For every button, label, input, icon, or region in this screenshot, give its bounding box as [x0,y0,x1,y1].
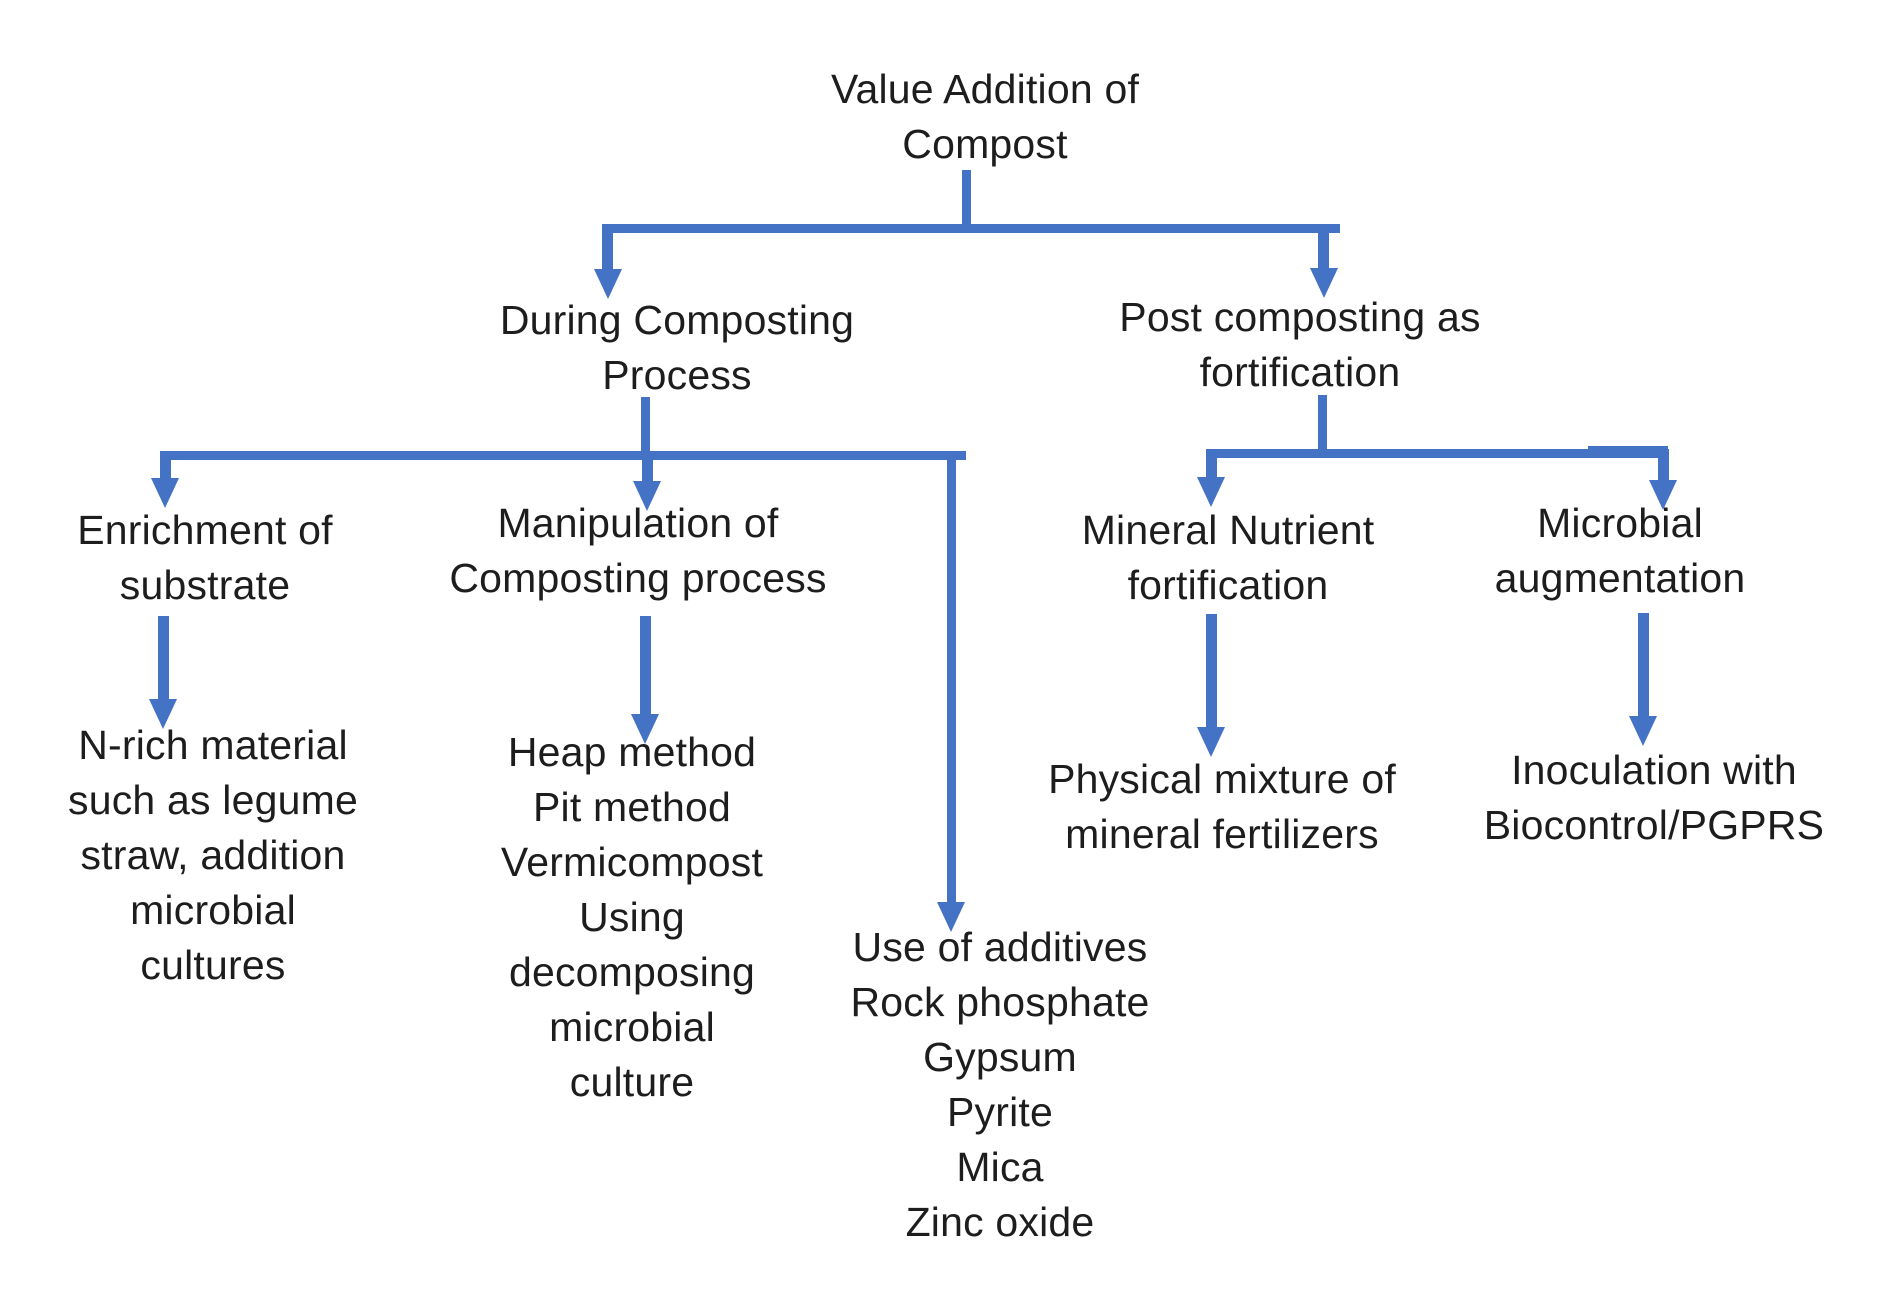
connector-physical-stem [1206,614,1217,727]
connector-top-hline [604,224,1340,233]
node-during-composting: During Composting Process [499,297,855,398]
node-microbial-augmentation: Microbial augmentation [1494,500,1746,601]
connector-inoculation-stem [1638,613,1649,716]
arrowhead-physical [1197,727,1225,757]
node-mineral-nutrient-fortification: Mineral Nutrient fortification [1081,507,1375,608]
connector-methods-stem [640,616,651,714]
arrowhead-enrichment [151,478,179,508]
connector-post-stem [1318,224,1329,268]
node-inoculation-biocontrol: Inoculation with Biocontrol/PGPRS [1483,747,1825,848]
connector-fortification-stub [1318,395,1327,454]
arrowhead-mineral [1197,477,1225,507]
connector-manipulation-stem [642,451,653,481]
connector-mineral-stem [1206,449,1217,477]
arrowhead-during [594,269,622,299]
node-n-rich-material: N-rich material such as legume straw, ad… [68,722,358,988]
connector-additives-vline [947,451,956,902]
connector-title-stub [962,170,971,228]
node-post-composting: Post composting as fortification [1119,294,1481,395]
connector-enrichment-stem [160,451,171,478]
connector-right-hline [1206,449,1668,458]
connector-process-stub [641,397,650,456]
arrowhead-nrich [149,699,177,729]
connector-microbial-stem [1658,449,1669,480]
arrowhead-microbial [1649,480,1677,510]
arrowhead-post [1310,268,1338,298]
arrowhead-manipulation [633,481,661,511]
arrowhead-additives [937,902,965,932]
arrowhead-inoculation [1629,716,1657,746]
connector-nrich-stem [158,616,169,699]
node-title: Value Addition of Compost [830,66,1140,167]
node-composting-methods: Heap method Pit method Vermicompost Usin… [500,729,764,1105]
arrowhead-methods [631,714,659,744]
node-physical-mixture: Physical mixture of mineral fertilizers [1048,756,1396,857]
node-enrichment-of-substrate: Enrichment of substrate [77,507,333,608]
node-manipulation-of-composting: Manipulation of Composting process [449,500,827,601]
connector-right-hline-jog [1588,446,1668,455]
connector-left-hline [160,451,966,460]
connector-during-stem [602,224,613,269]
node-use-of-additives: Use of additives Rock phosphate Gypsum P… [850,924,1150,1245]
